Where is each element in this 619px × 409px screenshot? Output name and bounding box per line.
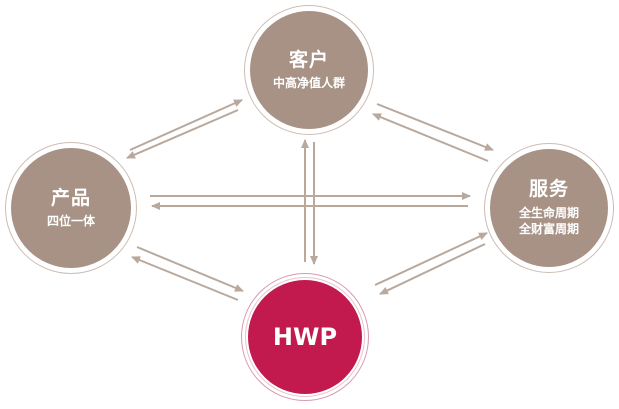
hwp-node-inner-ring xyxy=(245,277,365,397)
service-node: 服务 全生命周期 全财富周期 xyxy=(484,143,614,273)
arrow-service-to-customer xyxy=(372,113,489,162)
arrow-customer-to-service xyxy=(376,103,494,151)
arrow-hwp-to-service xyxy=(374,232,488,286)
hwp-node: HWP xyxy=(241,273,369,401)
product-node-ring xyxy=(5,142,137,274)
hwp-node-outer-ring xyxy=(241,273,369,401)
arrow-service-to-hwp xyxy=(379,243,486,295)
arrow-hwp-to-product xyxy=(131,256,239,301)
arrow-product-to-hwp xyxy=(136,246,244,292)
customer-node-ring xyxy=(244,5,374,135)
service-node-ring xyxy=(484,143,614,273)
arrow-customer-to-product xyxy=(126,109,239,159)
product-node: 产品 四位一体 xyxy=(5,142,137,274)
arrow-product-to-customer xyxy=(129,99,243,151)
customer-node: 客户 中高净值人群 xyxy=(244,5,374,135)
